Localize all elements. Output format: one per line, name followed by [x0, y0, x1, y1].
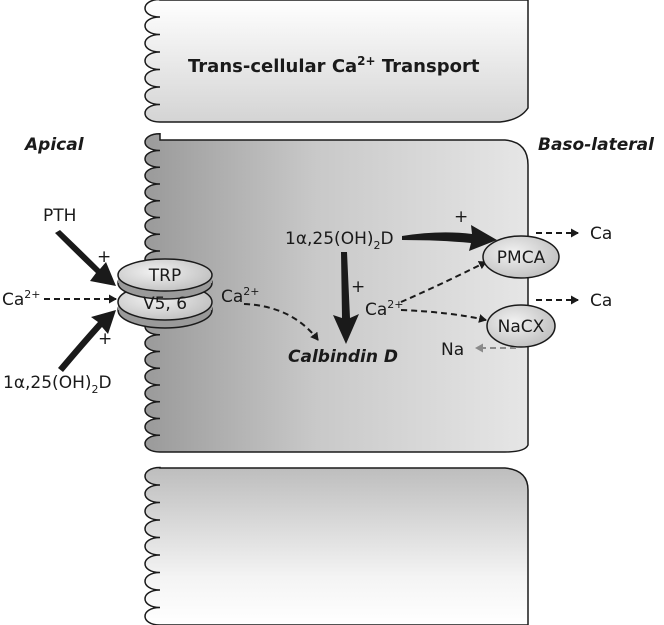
- v56-label: V5, 6: [143, 294, 187, 314]
- vitd-cell-label: 1α,25(OH)2D: [285, 229, 394, 252]
- plus-calbindin: +: [351, 277, 365, 297]
- upper-cell: [144, 0, 529, 123]
- vitd-to-pmca-arrow: [402, 225, 497, 251]
- ca-to-calbindin-arrow: [243, 303, 319, 341]
- ncx-oval: [486, 304, 556, 348]
- trp-label: TRP: [148, 266, 181, 286]
- ca-channel-label: Ca2+: [221, 285, 260, 307]
- trp-oval: [117, 258, 213, 292]
- na-label: Na: [441, 340, 464, 360]
- calbindin-label: Calbindin D: [288, 347, 398, 367]
- pth-arrow: [55, 230, 116, 286]
- ca-to-pmca-arrow: [400, 261, 487, 303]
- trpv-channel: TRP V5, 6: [117, 258, 213, 329]
- vitd-to-calbindin-arrow: [333, 252, 359, 344]
- pmca-oval: [482, 235, 560, 279]
- apical-label: Apical: [23, 135, 85, 155]
- ca-to-ncx-arrow: [400, 309, 487, 323]
- ca-center-label: Ca2+: [365, 298, 404, 320]
- pth-label: PTH: [43, 206, 76, 226]
- vitd-left-label: 1α,25(OH)2D: [3, 373, 112, 396]
- lower-cell: [144, 466, 529, 625]
- plus-pmca: +: [454, 207, 468, 227]
- ca-in-label: Ca2+: [2, 288, 41, 310]
- diagram-title: Trans-cellular Ca2+ Transport: [188, 54, 480, 77]
- vitd-left-arrow: [58, 310, 116, 372]
- plus-vitd-left: +: [98, 329, 112, 349]
- ca-out-top-label: Ca: [590, 224, 612, 244]
- ncx-label: NaCX: [498, 317, 545, 337]
- ca-out-bottom-label: Ca: [590, 291, 612, 311]
- plus-pth: +: [97, 247, 111, 267]
- basolateral-label: Baso-lateral: [538, 135, 655, 155]
- pmca-label: PMCA: [497, 248, 546, 268]
